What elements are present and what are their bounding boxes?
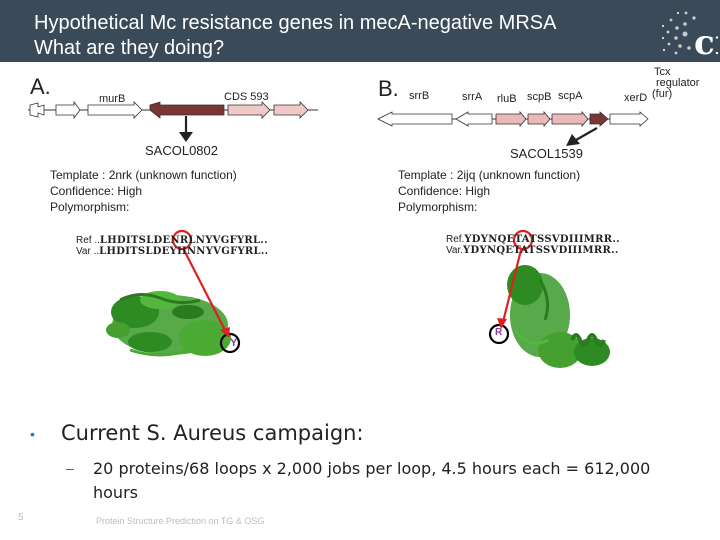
confidence-a: Confidence: High	[50, 184, 143, 198]
gene-label-scpB: scpB	[527, 91, 552, 103]
bullet-marker: •	[30, 426, 35, 442]
protein-id-b: SACOL1539	[510, 146, 583, 161]
gene-arrow-srrB	[377, 111, 453, 127]
panel-b-gene-map	[377, 110, 649, 146]
residue-highlight-a	[171, 229, 193, 251]
gene-label-rluB: rluB	[497, 93, 517, 105]
ref-label-a: Ref ..	[76, 235, 100, 246]
mutation-letter-a: Y	[230, 337, 238, 349]
ref-seq-a: LHDITSLDENRLNYVGFYRL..	[99, 235, 268, 246]
gene-arrow-CDS593	[227, 101, 271, 119]
gene-label-xerD: xerD	[624, 92, 648, 104]
mutation-letter-b: R	[495, 327, 503, 338]
sequence-alignment-b: Ref.YDYNQETATSSVDIIIMRR.. Var.YDYNQETATS…	[446, 234, 620, 256]
gene-label-srrB: srrB	[409, 90, 430, 102]
protein-structure-b	[488, 265, 610, 368]
ci-logo: ci	[661, 11, 718, 60]
title-banner: Hypothetical Mc resistance genes in mecA…	[0, 0, 720, 62]
slide-title-line-1: Hypothetical Mc resistance genes in mecA…	[34, 12, 557, 34]
connector-arrow-b	[501, 249, 523, 323]
template-info-b: Template : 2ijq (unknown function) Confid…	[398, 167, 580, 215]
gene-arrow-SACOL0802	[149, 101, 225, 119]
page-number: 5	[18, 512, 24, 523]
gene-arrow-a6	[273, 101, 309, 119]
logo-letters: ci	[694, 23, 718, 60]
polymorphism-b: Polymorphism:	[398, 200, 478, 214]
sub-bullet-text: 20 proteins/68 loops x 2,000 jobs per lo…	[93, 459, 651, 502]
panel-a-letter: A.	[30, 74, 51, 99]
gene-arrow-rluB	[495, 110, 527, 128]
gene-label-murB: murB	[99, 93, 126, 105]
template-a: Template : 2nrk (unknown function)	[50, 168, 237, 182]
regulator-line-1: Tcx	[654, 66, 671, 78]
mutation-circle-b	[488, 323, 510, 345]
template-info-a: Template : 2nrk (unknown function) Confid…	[50, 167, 237, 215]
ref-seq-b: YDYNQETATSSVDIIIMRR..	[464, 234, 620, 245]
sub-bullet-marker: –	[66, 460, 74, 476]
gene-label-CDS593: CDS 593	[224, 91, 269, 103]
sequence-alignment-a: Ref ..LHDITSLDENRLNYVGFYRL.. Var ..LHDIT…	[76, 235, 268, 257]
mutation-circle-a	[219, 332, 241, 354]
var-seq-a: LHDITSLDEYHNNYVGFYRL..	[99, 246, 269, 257]
residue-highlight-b	[512, 229, 534, 251]
arrow-down-a	[179, 132, 193, 142]
gene-arrow-a2	[55, 100, 81, 120]
gene-arrow-srrA	[455, 111, 493, 127]
var-label-a: Var ..	[76, 246, 100, 257]
ref-label-b: Ref.	[446, 234, 465, 245]
gene-arrow-scpB	[527, 110, 551, 128]
confidence-b: Confidence: High	[398, 184, 491, 198]
gene-arrow-SACOL1539	[589, 111, 609, 127]
panel-a-gene-map	[28, 100, 318, 142]
regulator-line-2: regulator	[656, 77, 700, 89]
polymorphism-a: Polymorphism:	[50, 200, 130, 214]
protein-structure-a	[106, 291, 241, 357]
bullet-text: Current S. Aureus campaign:	[61, 421, 364, 445]
gene-label-scpA: scpA	[558, 90, 583, 102]
regulator-label: Tcx regulator (fur)	[650, 67, 699, 100]
var-label-b: Var.	[446, 245, 464, 256]
connector-arrow-a	[183, 249, 227, 333]
gene-arrow-scpA	[551, 110, 589, 128]
gene-arrow-xerD	[609, 111, 649, 127]
slide-title-line-2: What are they doing?	[34, 37, 225, 59]
gene-label-srrA: srrA	[462, 91, 483, 103]
gene-arrow-a1	[29, 102, 45, 118]
gene-arrow-murB	[87, 101, 143, 119]
footer-text: Protein Structure Prediction on TG & OSG	[96, 516, 265, 526]
arrow-down-b	[566, 134, 580, 146]
panel-b-letter: B.	[378, 76, 399, 101]
template-b: Template : 2ijq (unknown function)	[398, 168, 581, 182]
var-seq-b: YDYNQETATSSVDIIIMRR..	[463, 245, 619, 256]
protein-id-a: SACOL0802	[145, 143, 218, 158]
regulator-line-3: (fur)	[652, 88, 673, 100]
